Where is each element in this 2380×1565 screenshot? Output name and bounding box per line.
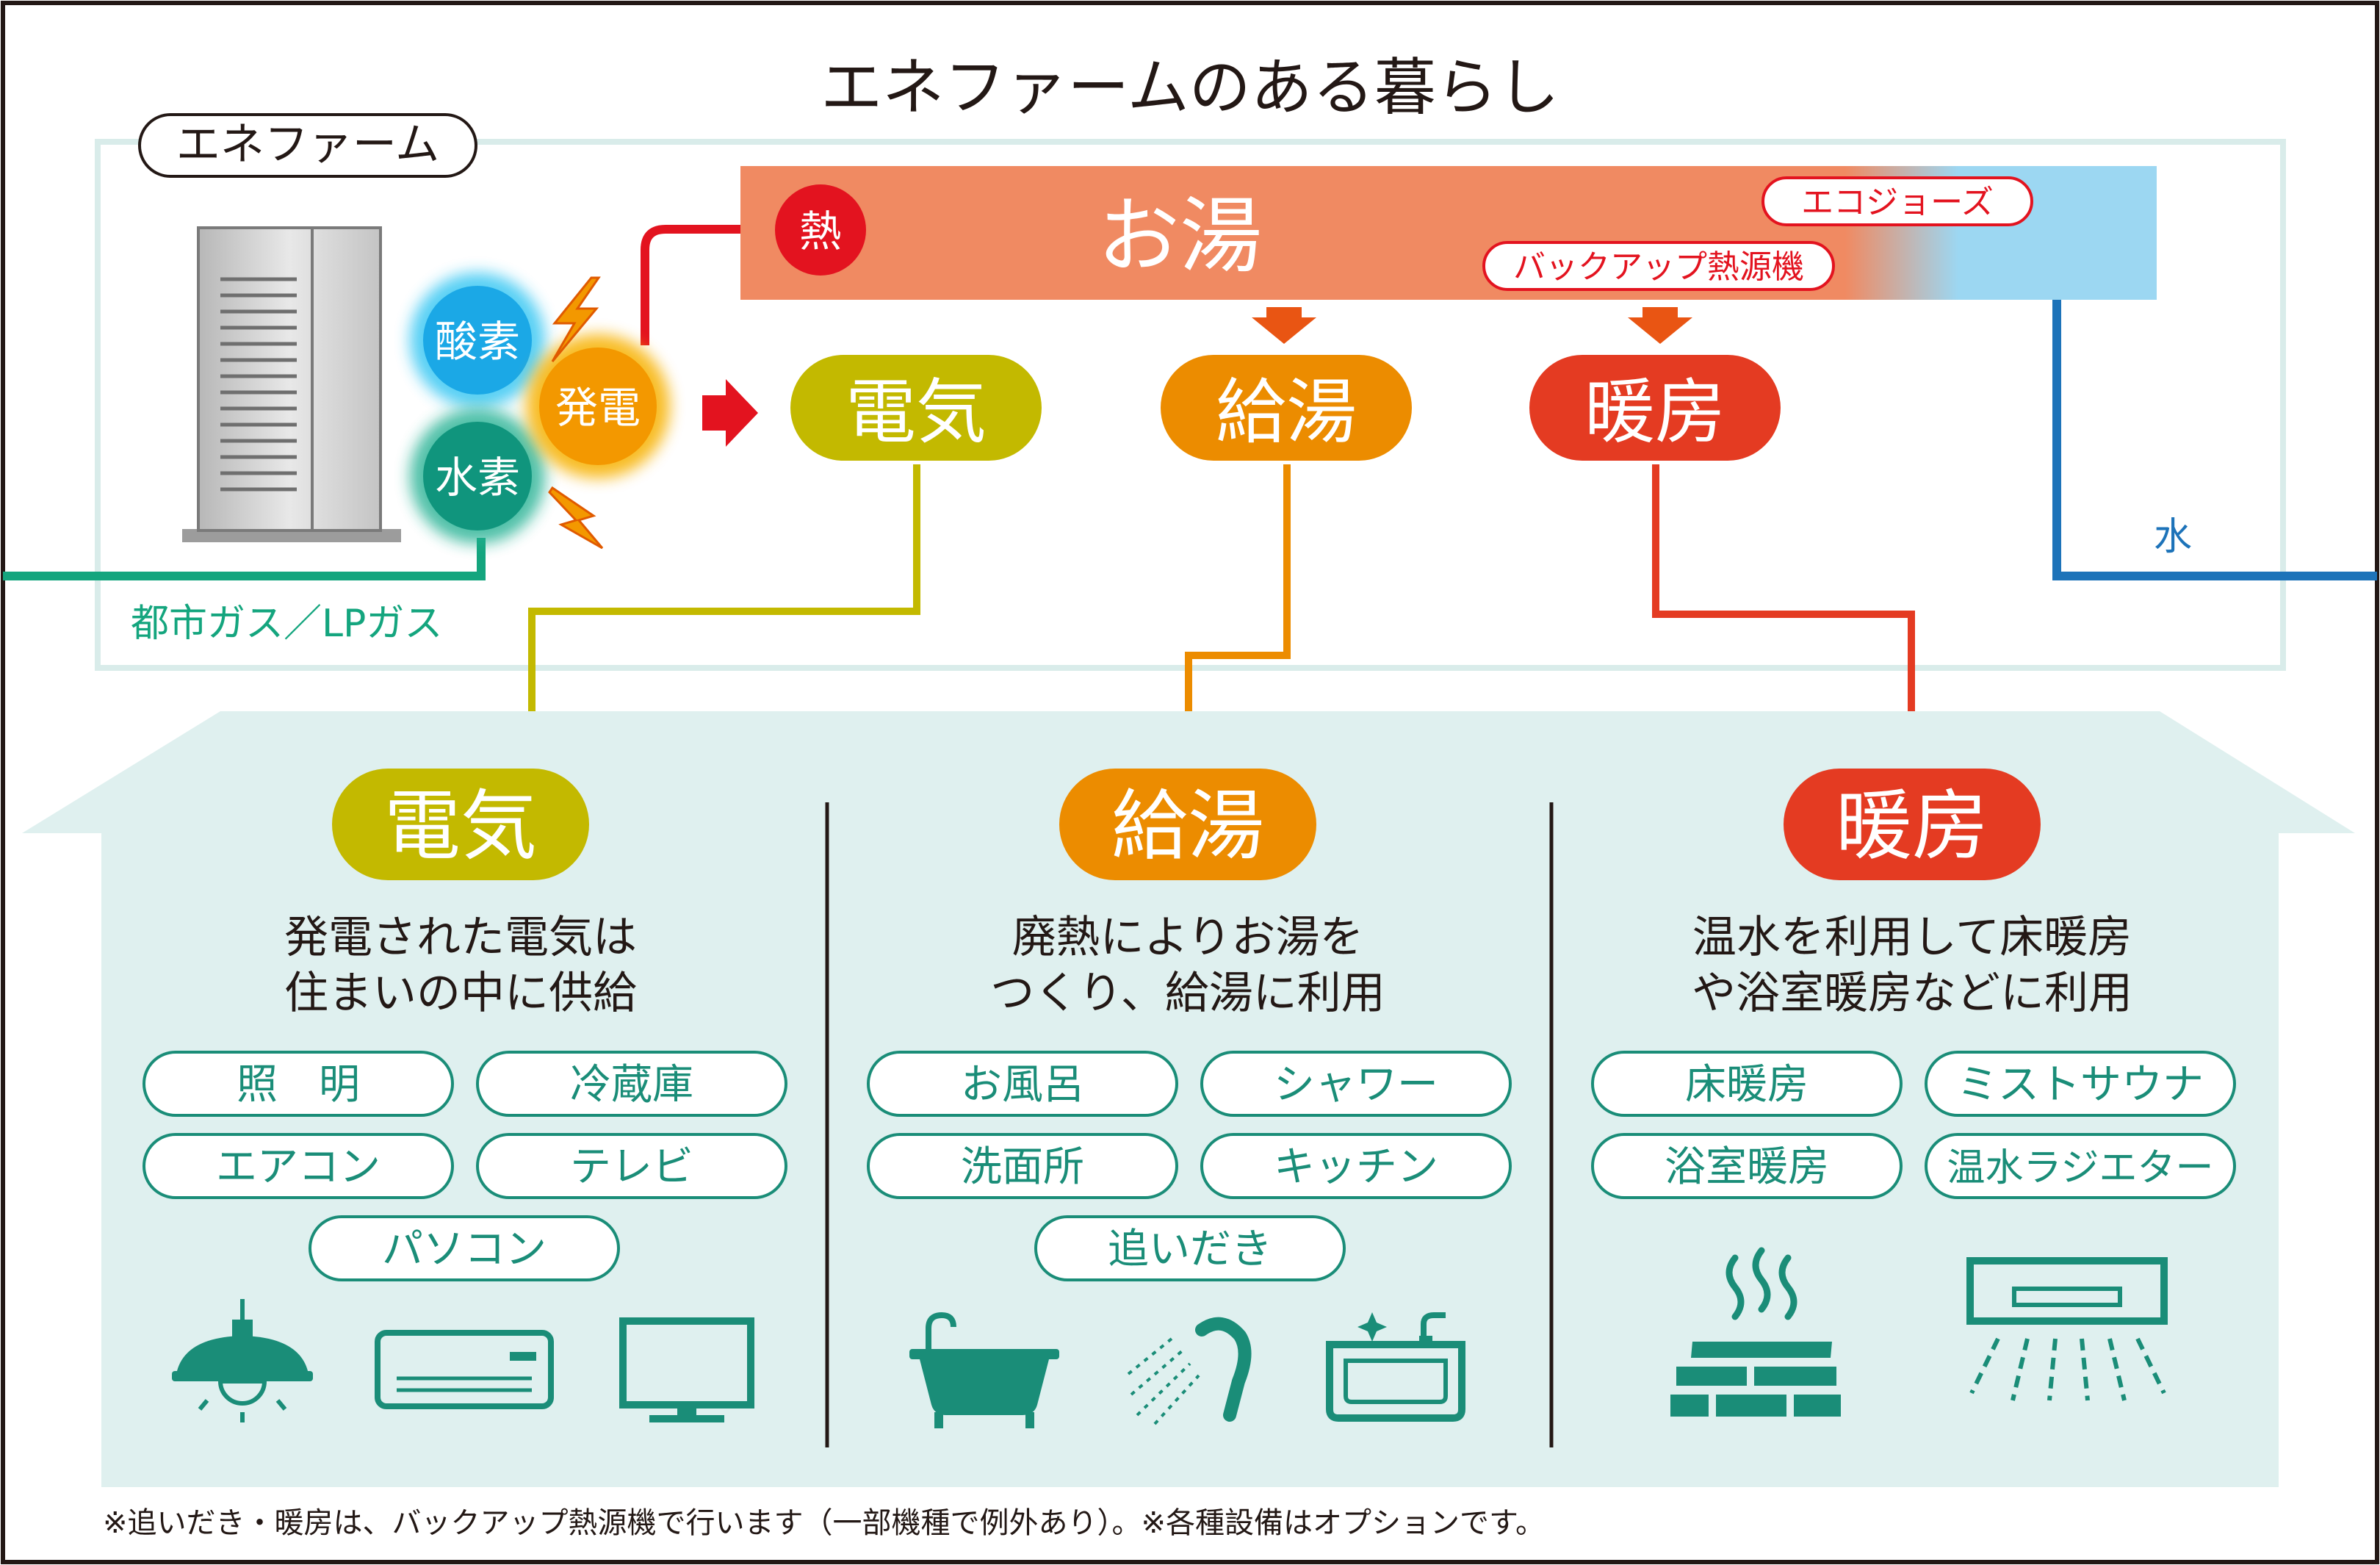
section-title: 給湯 bbox=[1111, 781, 1264, 871]
section-title-pill bbox=[1784, 769, 2041, 880]
equipment-item-label: エアコン bbox=[216, 1143, 381, 1191]
equipment-item bbox=[867, 1133, 1178, 1199]
hydrogen-label: 水素 bbox=[435, 453, 520, 503]
section-description: 温水を利用して床暖房 bbox=[1692, 912, 2132, 963]
page-title: エネファームのある暮らし bbox=[821, 51, 1559, 123]
bathtub-icon bbox=[909, 1312, 1059, 1428]
shower-icon bbox=[1127, 1317, 1252, 1425]
electricity-connector bbox=[528, 464, 920, 775]
house-shape bbox=[22, 711, 2355, 1487]
backup-pill bbox=[1482, 241, 1835, 291]
enefarm-unit-icon bbox=[182, 226, 401, 542]
equipment-item-label: 温水ラジエター bbox=[1947, 1146, 2214, 1190]
arrow-down-icon bbox=[1252, 307, 1316, 344]
arrow-right-icon bbox=[702, 379, 758, 447]
hot-water-bar-label: お湯 bbox=[1097, 189, 1262, 284]
equipment-item bbox=[476, 1051, 787, 1117]
section-description: 発電された電気は bbox=[284, 912, 637, 963]
lightning-top-icon bbox=[551, 276, 601, 362]
heating-connector bbox=[1652, 464, 1915, 775]
equipment-item bbox=[476, 1133, 787, 1199]
generation-label: 発電 bbox=[555, 383, 641, 433]
equipment-item-label: 冷蔵庫 bbox=[570, 1061, 693, 1109]
heat-pipe bbox=[641, 225, 740, 345]
section-title-pill bbox=[332, 769, 589, 880]
water-line bbox=[2052, 300, 2377, 580]
equipment-item-label: テレビ bbox=[570, 1143, 693, 1191]
hot-water-output-pill bbox=[1161, 355, 1412, 461]
equipment-item-label: 床暖房 bbox=[1685, 1061, 1809, 1109]
equipment-item-label: キッチン bbox=[1274, 1143, 1438, 1191]
equipment-item-label: シャワー bbox=[1274, 1061, 1438, 1109]
hydrogen-circle bbox=[423, 422, 532, 530]
arrow-down-icon bbox=[1628, 307, 1692, 344]
section-description: 廃熱によりお湯を bbox=[1012, 912, 1364, 963]
equipment-item-label: 浴室暖房 bbox=[1665, 1143, 1829, 1191]
equipment-item bbox=[1200, 1133, 1512, 1199]
sink-icon bbox=[1326, 1312, 1465, 1422]
section-title: 暖房 bbox=[1836, 781, 1988, 871]
equipment-item bbox=[309, 1215, 620, 1281]
section-description: や浴室暖房などに利用 bbox=[1692, 968, 2132, 1019]
oxygen-circle bbox=[423, 286, 532, 395]
ceiling-heater-icon bbox=[1966, 1257, 2168, 1401]
equipment-item-label: ミストサウナ bbox=[1957, 1061, 2204, 1109]
equipment-item bbox=[867, 1051, 1178, 1117]
heat-label: 熱 bbox=[799, 206, 842, 256]
equipment-item-label: パソコン bbox=[382, 1226, 547, 1273]
enefarm-label: エネファーム bbox=[176, 119, 439, 170]
equipment-item bbox=[143, 1051, 454, 1117]
backup-label: バックアップ熱源機 bbox=[1513, 248, 1804, 286]
heating-output-pill bbox=[1529, 355, 1781, 461]
gas-line bbox=[3, 538, 486, 580]
section-title: 電気 bbox=[384, 781, 537, 871]
hot-water-output-label: 給湯 bbox=[1216, 371, 1357, 453]
air-conditioner-icon bbox=[375, 1330, 554, 1409]
lightning-bottom-icon bbox=[548, 486, 604, 550]
television-icon bbox=[619, 1317, 754, 1422]
gas-label: 都市ガス／LPガス bbox=[131, 602, 442, 646]
ecojozu-pill bbox=[1761, 176, 2033, 226]
floor-heating-icon bbox=[1670, 1247, 1841, 1417]
oxygen-label: 酸素 bbox=[435, 317, 520, 367]
pendant-lamp-icon bbox=[172, 1299, 313, 1422]
electricity-output-pill bbox=[790, 355, 1042, 461]
equipment-item bbox=[1034, 1215, 1346, 1281]
equipment-item-label: 照 明 bbox=[237, 1061, 360, 1109]
ecojozu-label: エコジョーズ bbox=[1801, 184, 1994, 221]
section-description: つくり、給湯に利用 bbox=[990, 968, 1385, 1019]
equipment-item-label: 追いだき bbox=[1108, 1226, 1272, 1273]
enefarm-label-pill bbox=[138, 113, 477, 178]
section-title-pill bbox=[1059, 769, 1316, 880]
heating-output-label: 暖房 bbox=[1584, 371, 1726, 453]
equipment-item bbox=[1200, 1051, 1512, 1117]
water-label: 水 bbox=[2154, 515, 2192, 559]
generation-circle bbox=[539, 348, 657, 465]
equipment-item bbox=[1925, 1133, 2236, 1199]
equipment-item bbox=[1925, 1051, 2236, 1117]
equipment-item-label: お風呂 bbox=[961, 1061, 1084, 1109]
footnote: ※追いだき・暖房は、バックアップ熱源機で行います（一部機種で例外あり）。※各種設… bbox=[103, 1506, 1545, 1540]
equipment-item bbox=[143, 1133, 454, 1199]
equipment-item bbox=[1591, 1133, 1903, 1199]
equipment-item-label: 洗面所 bbox=[961, 1143, 1084, 1191]
section-description: 住まいの中に供給 bbox=[284, 968, 637, 1019]
electricity-output-label: 電気 bbox=[845, 371, 987, 453]
equipment-item bbox=[1591, 1051, 1903, 1117]
heat-badge bbox=[775, 184, 866, 276]
